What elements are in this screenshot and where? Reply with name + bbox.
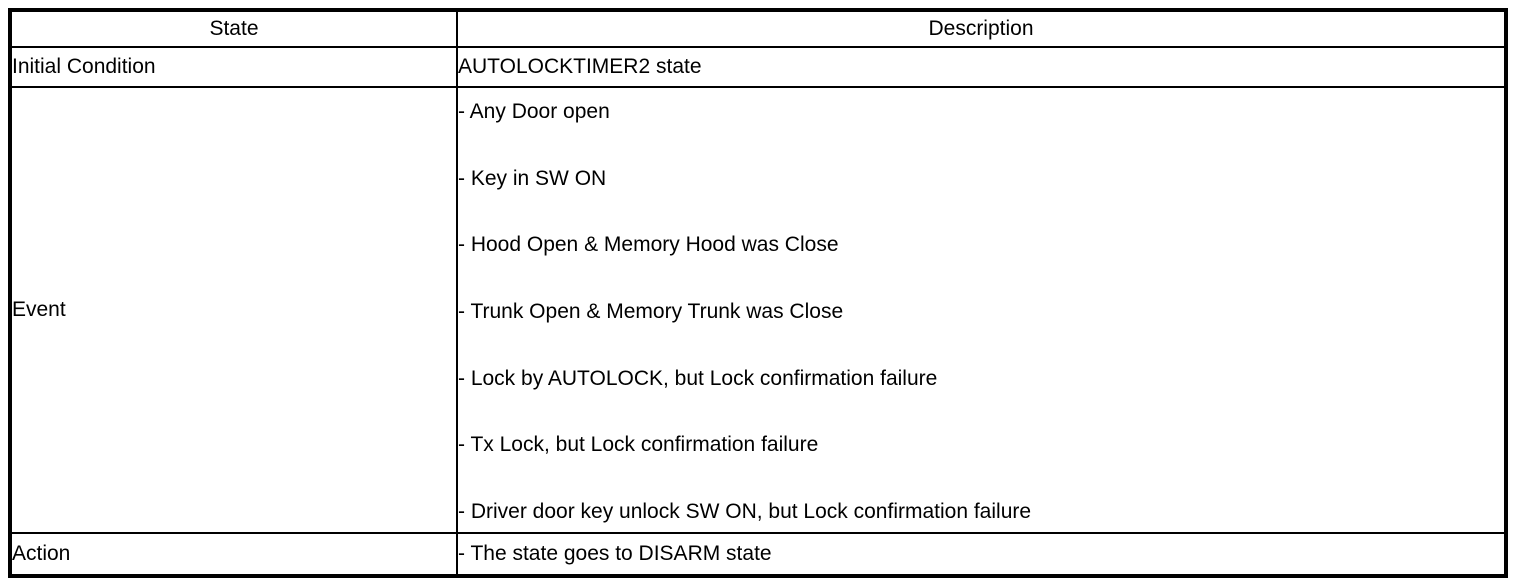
description-cell-initial-condition: AUTOLOCKTIMER2 state [456, 46, 1507, 88]
event-item-list: - Any Door open - Key in SW ON - Hood Op… [458, 89, 1504, 531]
state-cell-action: Action [9, 532, 458, 577]
column-header-state: State [9, 9, 458, 48]
event-item: - Tx Lock, but Lock confirmation failure [458, 433, 819, 457]
state-cell-event: Event [9, 86, 458, 534]
state-description-table: State Description Initial Condition AUTO… [8, 8, 1508, 578]
description-cell-event: - Any Door open - Key in SW ON - Hood Op… [456, 86, 1507, 534]
description-cell-action: - The state goes to DISARM state [456, 532, 1507, 577]
event-item: - Key in SW ON [458, 166, 607, 190]
description-line: AUTOLOCKTIMER2 state [458, 55, 702, 78]
table-header-row: State Description [9, 9, 1507, 48]
event-item: - Driver door key unlock SW ON, but Lock… [458, 499, 1032, 523]
description-line: - The state goes to DISARM state [458, 542, 772, 565]
event-item: - Hood Open & Memory Hood was Close [458, 233, 839, 257]
table-row-initial-condition: Initial Condition AUTOLOCKTIMER2 state [9, 46, 1507, 88]
event-item: - Any Door open [458, 100, 610, 123]
event-item: - Trunk Open & Memory Trunk was Close [458, 299, 844, 323]
event-item: - Lock by AUTOLOCK, but Lock confirmatio… [458, 366, 938, 390]
column-header-description: Description [456, 9, 1507, 48]
table-row-action: Action - The state goes to DISARM state [9, 532, 1507, 577]
state-cell-initial-condition: Initial Condition [9, 46, 458, 88]
table-row-event: Event - Any Door open - Key in SW ON - H… [9, 86, 1507, 534]
